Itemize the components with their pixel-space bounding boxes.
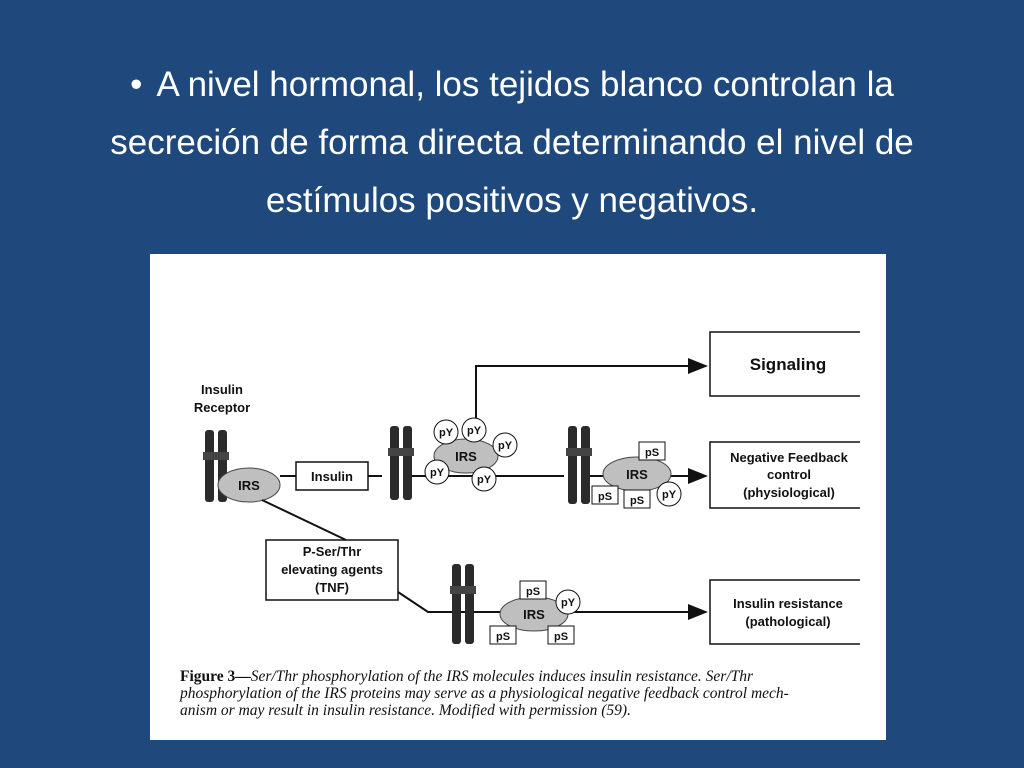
caption-line-2: phosphorylation of the IRS proteins may … xyxy=(180,685,789,702)
ps-phospho-group-1: pS pS pS pY xyxy=(591,441,682,509)
receptor-2 xyxy=(388,426,414,500)
svg-text:pY: pY xyxy=(498,440,513,452)
svg-text:pY: pY xyxy=(477,474,492,486)
irs-label-3: IRS xyxy=(626,467,648,482)
ps-phospho-group-2: pS pY pS pS xyxy=(489,580,581,645)
svg-text:pY: pY xyxy=(439,427,454,439)
signaling-arrow xyxy=(475,358,708,418)
resistance-arrow xyxy=(397,591,708,620)
svg-text:pS: pS xyxy=(554,631,568,643)
irs-molecule-1 xyxy=(217,467,281,503)
negative-feedback-box xyxy=(709,441,860,509)
pser-agents-box xyxy=(265,539,399,601)
insulin-resistance-box xyxy=(709,579,860,645)
signaling-box xyxy=(709,331,860,397)
svg-text:pS: pS xyxy=(645,447,659,459)
bullet-text: •A nivel hormonal, los tejidos blanco co… xyxy=(0,56,1024,230)
insulin-receptor-label-2: Receptor xyxy=(194,400,250,415)
irs-label-1: IRS xyxy=(238,478,260,493)
receptor-3 xyxy=(566,426,592,504)
receptor-4 xyxy=(450,564,476,644)
svg-text:pS: pS xyxy=(526,586,540,598)
svg-text:pS: pS xyxy=(598,491,612,503)
svg-text:pY: pY xyxy=(430,467,445,479)
bullet-line-1: •A nivel hormonal, los tejidos blanco co… xyxy=(130,65,894,104)
irs-label-2: IRS xyxy=(455,449,477,464)
svg-text:pY: pY xyxy=(561,597,576,609)
neg-feedback-label-2: control xyxy=(767,467,811,482)
caption-line-1: Figure 3—Ser/Thr phosphorylation of the … xyxy=(180,668,754,685)
connector-line xyxy=(261,499,347,541)
bullet-line-2: secreción de forma directa determinando … xyxy=(110,123,914,162)
pser-label-1: P-Ser/Thr xyxy=(303,544,362,559)
neg-feedback-label-1: Negative Feedback xyxy=(730,450,849,465)
pser-label-3: (TNF) xyxy=(315,580,349,595)
insulin-resistance-label-1: Insulin resistance xyxy=(733,596,843,611)
caption-figure-label: Figure 3— xyxy=(180,668,251,685)
py-phospho-group-1: pY pY pY pY pY xyxy=(424,417,518,492)
svg-text:pS: pS xyxy=(630,495,644,507)
irs-label-4: IRS xyxy=(523,607,545,622)
insulin-label: Insulin xyxy=(311,469,353,484)
insulin-signaling-figure: Insulin Receptor IRS Insulin IRS pY pY xyxy=(150,254,886,740)
pathway-diagram: Insulin Receptor IRS Insulin IRS pY pY xyxy=(194,331,860,645)
caption-line-3: anism or may result in insulin resistanc… xyxy=(180,702,631,719)
neg-feedback-label-3: (physiological) xyxy=(743,485,835,500)
figure-caption: Figure 3—Ser/Thr phosphorylation of the … xyxy=(180,668,880,719)
insulin-box xyxy=(295,461,369,491)
bullet-dot: • xyxy=(130,65,143,104)
insulin-resistance-label-2: (pathological) xyxy=(745,614,830,629)
insulin-receptor-label-1: Insulin xyxy=(201,382,243,397)
svg-text:pS: pS xyxy=(496,631,510,643)
svg-text:pY: pY xyxy=(662,489,677,501)
pser-label-2: elevating agents xyxy=(281,562,383,577)
bullet-line-3: estímulos positivos y negativos. xyxy=(265,181,759,220)
signaling-label: Signaling xyxy=(750,355,827,374)
svg-text:pY: pY xyxy=(467,425,482,437)
